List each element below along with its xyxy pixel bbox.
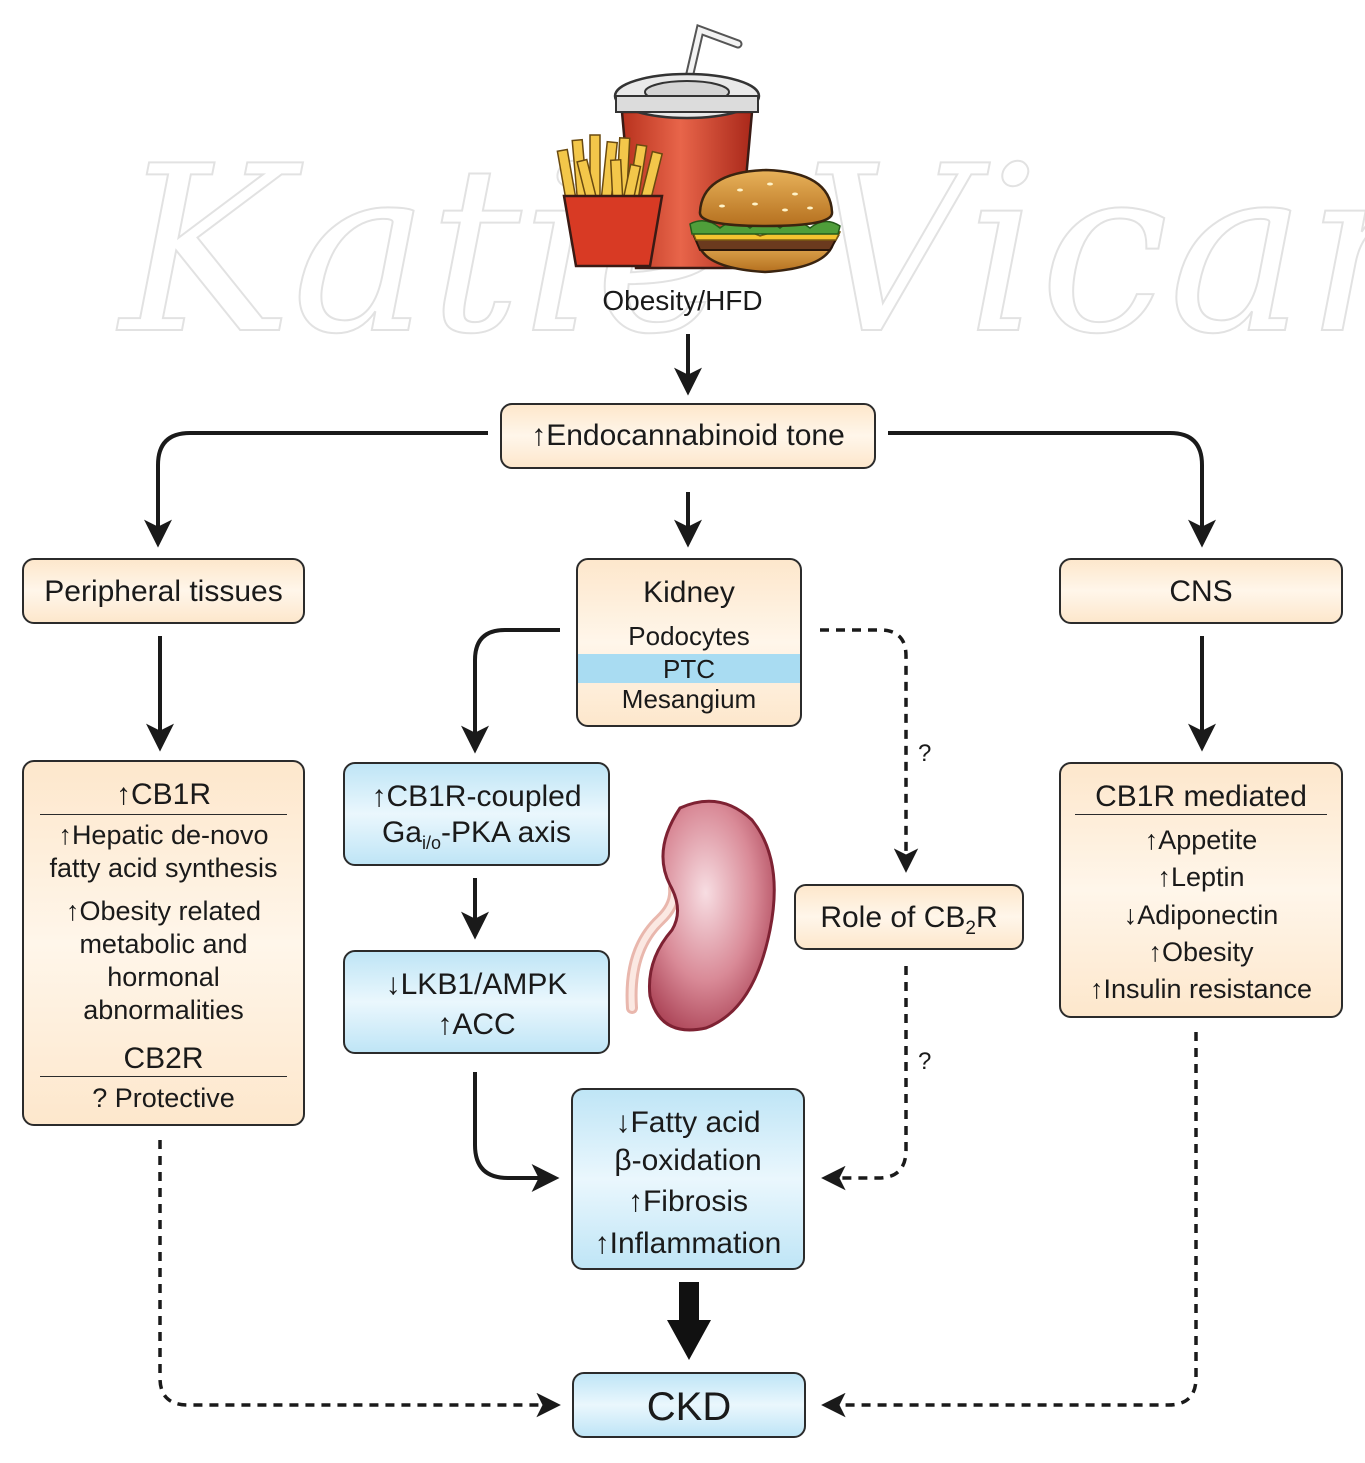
solid-connectors [144, 334, 1216, 1192]
cns-line: ↑Appetite [1144, 825, 1258, 855]
peripheral-line: ↑Hepatic de-novo [58, 820, 269, 850]
inflammation-line: ↑Inflammation [594, 1227, 782, 1260]
pka-axis-text: -PKA axis [440, 816, 572, 849]
peripheral-tissues-label: Peripheral tissues [44, 575, 283, 608]
cns-effects-box: CB1R mediated ↑Appetite ↑Leptin ↓Adipone… [1059, 762, 1343, 1018]
ptc-band [578, 654, 800, 683]
beta-oxidation-line: β-oxidation [614, 1144, 762, 1177]
cns-line: ↑Obesity [1148, 937, 1254, 967]
peripheral-line: abnormalities [83, 995, 244, 1025]
obesity-hfd-label: Obesity/HFD [602, 285, 763, 316]
peripheral-line: fatty acid synthesis [49, 853, 278, 883]
lkb1-ampk-box: ↓LKB1/AMPK ↑ACC [343, 950, 610, 1054]
cb2r-header: CB2R [123, 1042, 204, 1075]
peripheral-tissues-box: Peripheral tissues [22, 558, 305, 624]
cb1r-header: ↑CB1R [115, 778, 212, 811]
peripheral-effects-box: ↑CB1R ↑Hepatic de-novo fatty acid synthe… [22, 760, 305, 1126]
acc-line: ↑ACC [437, 1008, 516, 1041]
cb1r-mediated-header: CB1R mediated [1095, 780, 1307, 813]
lkb1-ampk-line: ↓LKB1/AMPK [385, 968, 568, 1001]
kidney-box: Kidney Podocytes PTC Mesangium [576, 558, 802, 727]
kidney-title: Kidney [643, 576, 735, 609]
cns-box: CNS [1059, 558, 1343, 624]
fast-food-illustration [556, 24, 842, 274]
kidney-cell-podocytes: Podocytes [628, 621, 750, 651]
kidney-illustration [625, 799, 776, 1032]
ckd-box: CKD [572, 1372, 806, 1438]
cb1r-divider [40, 814, 287, 815]
cb1r-coupled-line2: Gai/o-PKA axis [345, 816, 608, 854]
cb1r-coupled-box: ↑CB1R-coupled Gai/o-PKA axis [343, 762, 610, 866]
main-arrow [667, 1282, 711, 1360]
ga-text: Ga [381, 816, 422, 849]
peripheral-line: ↑Obesity related [65, 896, 262, 926]
fatty-acid-line: ↓Fatty acid [615, 1106, 761, 1139]
kidney-cell-mesangium: Mesangium [621, 684, 757, 714]
role-suffix: R [975, 901, 998, 934]
ckd-label: CKD [646, 1385, 732, 1429]
endocannabinoid-tone-box: ↑Endocannabinoid tone [500, 403, 876, 469]
role-text: Role of CB [820, 901, 966, 934]
cns-line: ↓Adiponectin [1123, 900, 1279, 930]
dashed-connectors [158, 628, 1198, 1418]
role-of-cb2r-box: Role of CB2R [794, 884, 1024, 950]
ga-subscript: i/o [421, 833, 441, 853]
cns-divider [1075, 814, 1327, 815]
cb1r-coupled-line1: ↑CB1R-coupled [371, 780, 582, 813]
cns-line: ↑Leptin [1157, 862, 1245, 892]
question-mark-lower: ? [918, 1048, 932, 1075]
role-of-cb2r-label: Role of CB2R [796, 901, 1022, 940]
peripheral-line: hormonal [107, 962, 220, 992]
cns-label: CNS [1169, 575, 1233, 608]
cb2r-divider [40, 1076, 287, 1077]
endocannabinoid-tone-label: ↑Endocannabinoid tone [531, 419, 845, 452]
fatty-acid-box: ↓Fatty acid β-oxidation ↑Fibrosis ↑Infla… [571, 1088, 805, 1270]
peripheral-line: metabolic and [79, 929, 248, 959]
cb2-subscript: 2 [965, 918, 976, 939]
question-mark-upper: ? [918, 740, 932, 767]
kidney-cell-ptc: PTC [663, 654, 715, 684]
cb2r-note: ? Protective [92, 1083, 235, 1113]
fibrosis-line: ↑Fibrosis [627, 1185, 748, 1218]
cns-line: ↑Insulin resistance [1089, 974, 1313, 1004]
